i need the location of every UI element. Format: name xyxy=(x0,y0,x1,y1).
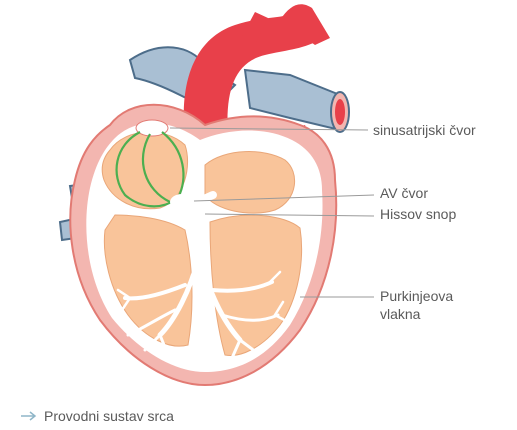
label-sinoatrial-node: sinusatrijski čvor xyxy=(373,122,476,139)
label-his-bundle: Hissov snop xyxy=(380,206,456,223)
label-purkinje-line2: vlakna xyxy=(380,306,420,323)
legend: Provodni sustav srca xyxy=(20,408,174,424)
pulmonary-vessel xyxy=(331,92,349,132)
label-av-node: AV čvor xyxy=(380,185,428,202)
legend-text: Provodni sustav srca xyxy=(44,408,174,424)
label-purkinje-line1: Purkinjeova xyxy=(380,288,453,305)
arrow-right-icon xyxy=(20,410,38,422)
